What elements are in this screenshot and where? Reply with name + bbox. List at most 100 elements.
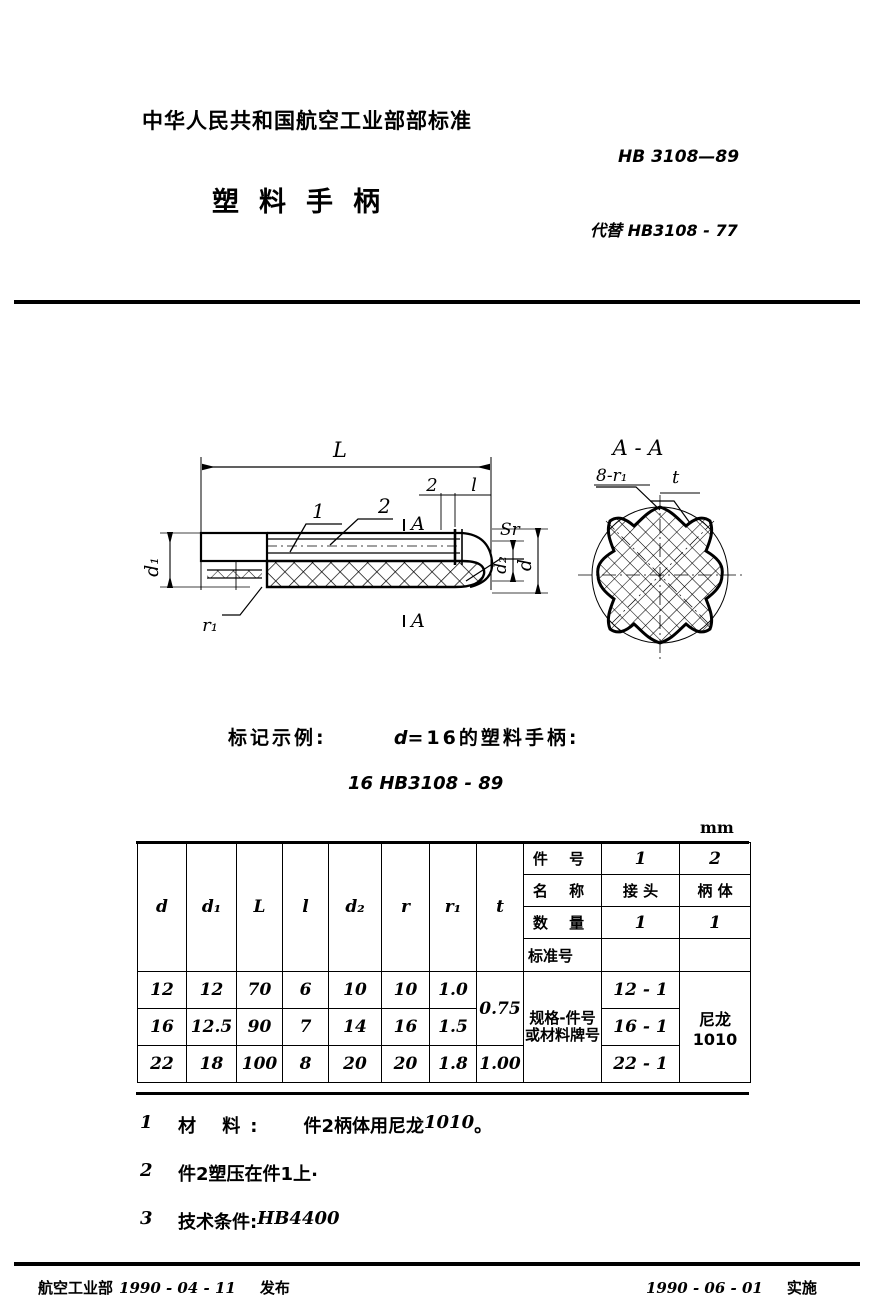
svg-text:A: A: [409, 513, 425, 535]
note-text: 件2柄体用尼龙: [303, 1116, 424, 1137]
marking-example-desc: =16的塑料手柄:: [407, 727, 580, 749]
footer-issue-action: 发布: [259, 1279, 290, 1297]
cell-l: 7: [282, 1008, 329, 1046]
cell-d2: 14: [328, 1008, 382, 1046]
svg-text:d₁: d₁: [141, 557, 163, 577]
parts-row-label-qty: 数 量: [523, 906, 602, 939]
note-text: 件2塑压在件1上: [178, 1164, 312, 1185]
cell-d1: 12.5: [186, 1008, 237, 1046]
part-std-no-2: [679, 938, 751, 972]
svg-text:d₂: d₂: [491, 556, 511, 574]
table-unit-label: mm: [700, 818, 734, 837]
cell-spec-2: 16 - 1: [601, 1008, 680, 1046]
list-item: 3 技术条件: HB4400: [140, 1208, 740, 1234]
marking-example-designation: 16 HB3108 - 89: [348, 773, 504, 794]
cell-d1: 12: [186, 971, 237, 1009]
table-row: 22 18 100 8 20 20 1.8 1.00 22 - 1: [137, 1045, 751, 1083]
cell-d: 16: [137, 1008, 187, 1046]
cell-d: 22: [137, 1045, 187, 1083]
technical-drawing: L 1 2: [0, 415, 874, 680]
note-tail: 。: [474, 1116, 493, 1137]
svg-text:r₁: r₁: [202, 615, 218, 636]
part-name-2: 柄 体: [679, 874, 751, 907]
footer-effective: 1990 - 06 - 01 实施: [640, 1277, 817, 1298]
cell-r: 20: [381, 1045, 430, 1083]
note-value: HB4400: [257, 1208, 340, 1229]
specification-table: d d₁ L l d₂ r r₁ t 件 号 1 2 名 称 接 头 柄 体 数…: [137, 842, 751, 1083]
svg-text:L: L: [332, 438, 347, 462]
note-index: 3: [140, 1208, 153, 1229]
parts-row-label-std-no: 标准号: [523, 938, 602, 972]
parts-row-label-name: 名 称: [523, 874, 602, 907]
cell-d2: 10: [328, 971, 382, 1009]
col-header-L: L: [236, 842, 283, 972]
replaces-standard: 代替 HB3108 - 77: [590, 221, 738, 240]
footer-effective-action: 实施: [786, 1279, 817, 1297]
part-no-2: 2: [679, 842, 751, 875]
ministry-heading: 中华人民共和国航空工业部部标准: [142, 109, 472, 133]
col-header-d1: d₁: [186, 842, 237, 972]
col-header-d: d: [137, 842, 187, 972]
cell-L: 70: [236, 971, 283, 1009]
note-tail: .: [311, 1160, 318, 1181]
part-name-1: 接 头: [601, 874, 680, 907]
note-label: 材 料:: [178, 1116, 268, 1137]
cell-l: 8: [282, 1045, 329, 1083]
cell-spec-3: 22 - 1: [601, 1045, 680, 1083]
cell-d2: 20: [328, 1045, 382, 1083]
footer-issue-date: 1990 - 04 - 11: [119, 1279, 236, 1297]
cell-spec-1: 12 - 1: [601, 971, 680, 1009]
cell-L: 100: [236, 1045, 283, 1083]
svg-text:d: d: [514, 559, 536, 571]
cell-d: 12: [137, 971, 187, 1009]
cell-material: 尼龙1010: [679, 971, 751, 1083]
cell-r1: 1.0: [429, 971, 477, 1009]
col-header-t: t: [476, 842, 524, 972]
table-row: 16 12.5 90 7 14 16 1.5 16 - 1: [137, 1008, 751, 1046]
note-value: 1010: [424, 1112, 475, 1133]
page-title: 塑料手柄: [212, 187, 400, 218]
cell-L: 90: [236, 1008, 283, 1046]
cell-r: 16: [381, 1008, 430, 1046]
cell-l: 6: [282, 971, 329, 1009]
header-divider: [14, 300, 860, 304]
col-header-r: r: [381, 842, 430, 972]
list-item: 1 材 料: 件2柄体用尼龙 1010 。: [140, 1112, 740, 1138]
parts-row-label-spec-material: 规格-件号或材料牌号: [523, 971, 602, 1083]
note-index: 1: [140, 1112, 153, 1133]
col-header-l: l: [282, 842, 329, 972]
svg-text:A: A: [409, 610, 425, 632]
svg-text:8-r₁: 8-r₁: [596, 466, 628, 486]
svg-text:A - A: A - A: [611, 436, 664, 460]
svg-text:2: 2: [425, 475, 437, 496]
cell-t-group-2: 1.00: [476, 1045, 524, 1083]
svg-text:t: t: [672, 467, 680, 488]
footer-issuer: 航空工业部: [38, 1279, 114, 1297]
note-index: 2: [140, 1160, 153, 1181]
part-qty-1: 1: [601, 906, 680, 939]
marking-example-line1: 标记示例: d=16的塑料手柄:: [228, 723, 579, 750]
parts-row-label-part-no: 件 号: [523, 842, 602, 875]
footer-divider: [14, 1262, 860, 1266]
cell-t-group-1: 0.75: [476, 971, 524, 1046]
notes-list: 1 材 料: 件2柄体用尼龙 1010 。 2 件2塑压在件1上 . 3 技术条…: [140, 1112, 740, 1256]
part-std-no-1: [601, 938, 680, 972]
col-header-r1: r₁: [429, 842, 477, 972]
footer-issue: 航空工业部 1990 - 04 - 11 发布: [38, 1277, 290, 1298]
list-item: 2 件2塑压在件1上 .: [140, 1160, 740, 1186]
table-row: d d₁ L l d₂ r r₁ t 件 号 1 2: [137, 842, 751, 972]
marking-example-symbol: d: [393, 727, 408, 749]
col-header-d2: d₂: [328, 842, 382, 972]
table-row: 12 12 70 6 10 10 1.0 0.75 规格-件号或材料牌号 12 …: [137, 971, 751, 1083]
svg-text:2: 2: [377, 494, 391, 518]
footer-effective-date: 1990 - 06 - 01: [646, 1279, 763, 1297]
marking-example-label: 标记示例:: [228, 727, 327, 749]
svg-text:l: l: [471, 475, 477, 496]
cell-r1: 1.8: [429, 1045, 477, 1083]
svg-text:1: 1: [312, 499, 325, 523]
cell-r1: 1.5: [429, 1008, 477, 1046]
cell-d1: 18: [186, 1045, 237, 1083]
part-no-1: 1: [601, 842, 680, 875]
note-text: 技术条件:: [178, 1212, 258, 1233]
